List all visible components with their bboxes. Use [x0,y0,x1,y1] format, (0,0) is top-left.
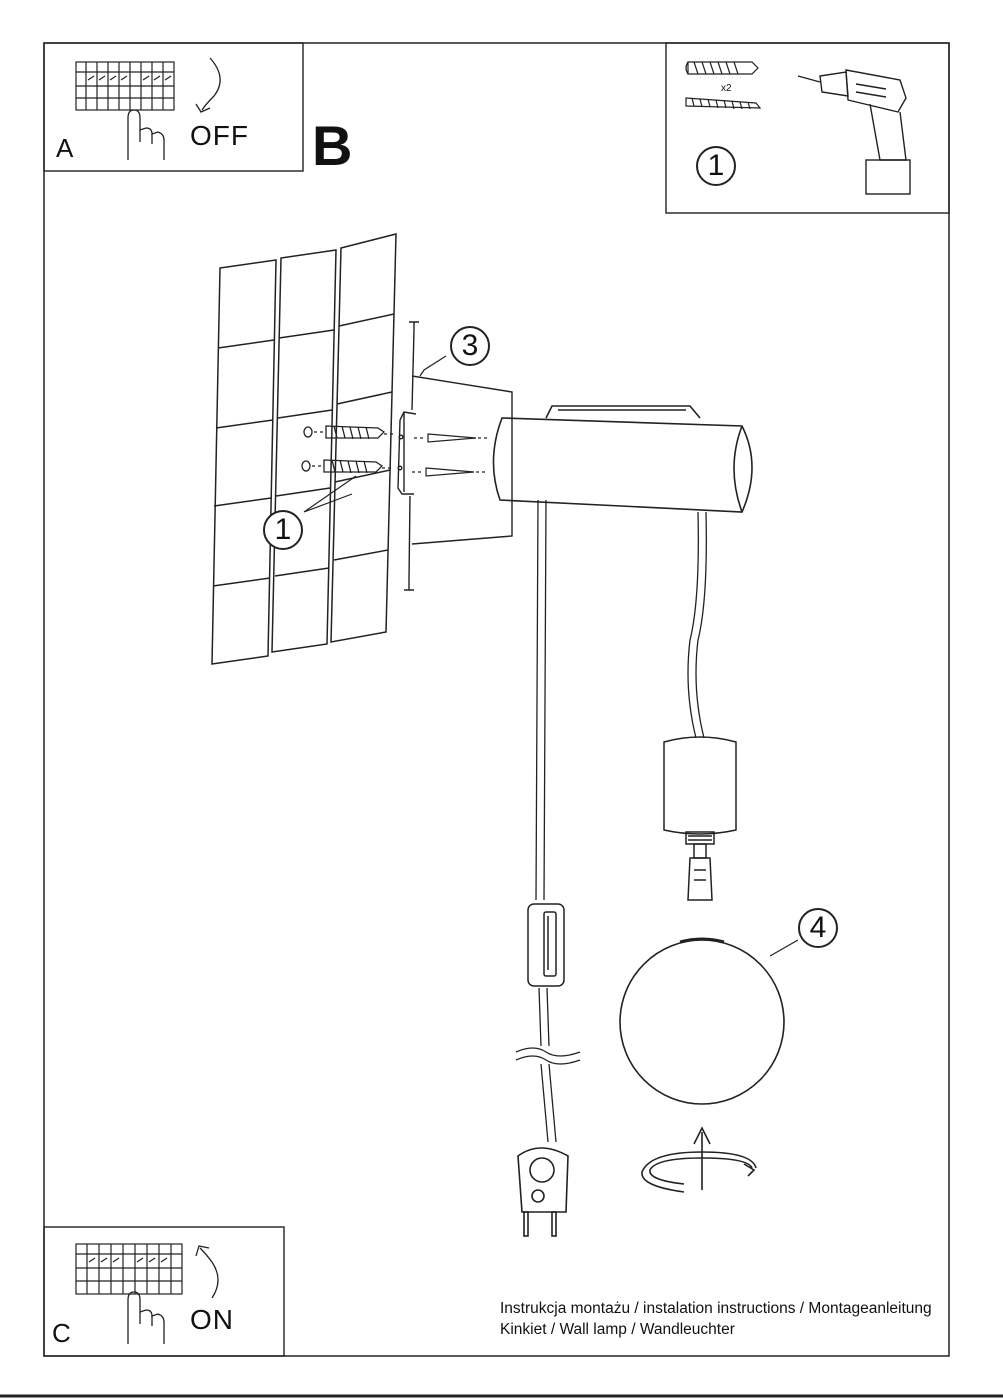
rotation-arrow [641,1126,757,1193]
anchor-callout: 1 [263,510,303,550]
switch-off-arrowhead [195,103,211,113]
globe-shade [619,937,785,1105]
leader-globe [769,939,799,957]
cord-switch [527,903,565,987]
panel-a-box [43,42,304,172]
wall-plug-icon [685,61,759,75]
panel-a-letter: A [56,133,74,163]
lamp-cylinder [492,405,753,513]
outer-frame [43,42,950,1357]
breaker-panel-icon-c [75,1243,183,1295]
power-plug [517,1147,569,1237]
wall-plate [411,375,513,545]
wall-tiles [211,233,397,665]
bracket-screws [412,433,488,477]
screw-icon [685,97,762,110]
switch-on-arrowhead [195,1245,210,1257]
mounting-bracket [397,321,419,591]
panel-a-off-label: OFF [190,120,249,151]
footer-title-line-1: Instrukcja montażu / instalation instruc… [500,1300,932,1317]
panel-b-letter: B [312,114,353,177]
globe-callout: 4 [798,908,838,948]
breaker-panel-icon-a [75,61,175,111]
parts-quantity: x2 [721,83,732,94]
power-cord [535,499,557,1143]
cord-break-mark [515,1047,581,1065]
hand-icon-c [127,1291,165,1344]
footer-title-line-2: Kinkiet / Wall lamp / Wandleuchter [500,1321,735,1338]
panel-c-on-label: ON [190,1304,234,1335]
hand-icon-a [127,109,165,160]
panel-c-box [43,1226,285,1357]
drill-icon [797,69,911,195]
parts-box [665,42,950,214]
lamp-holder [663,736,737,901]
leader-anchor [303,475,357,513]
leader-bracket [419,355,447,377]
panel-c-letter: C [52,1318,71,1348]
switch-off-arrow [201,57,221,111]
cord-to-holder [687,511,707,739]
bracket-callout: 3 [450,326,490,366]
parts-callout: 1 [696,146,736,186]
switch-on-arrow [199,1247,219,1299]
anchor-pair [301,425,396,474]
